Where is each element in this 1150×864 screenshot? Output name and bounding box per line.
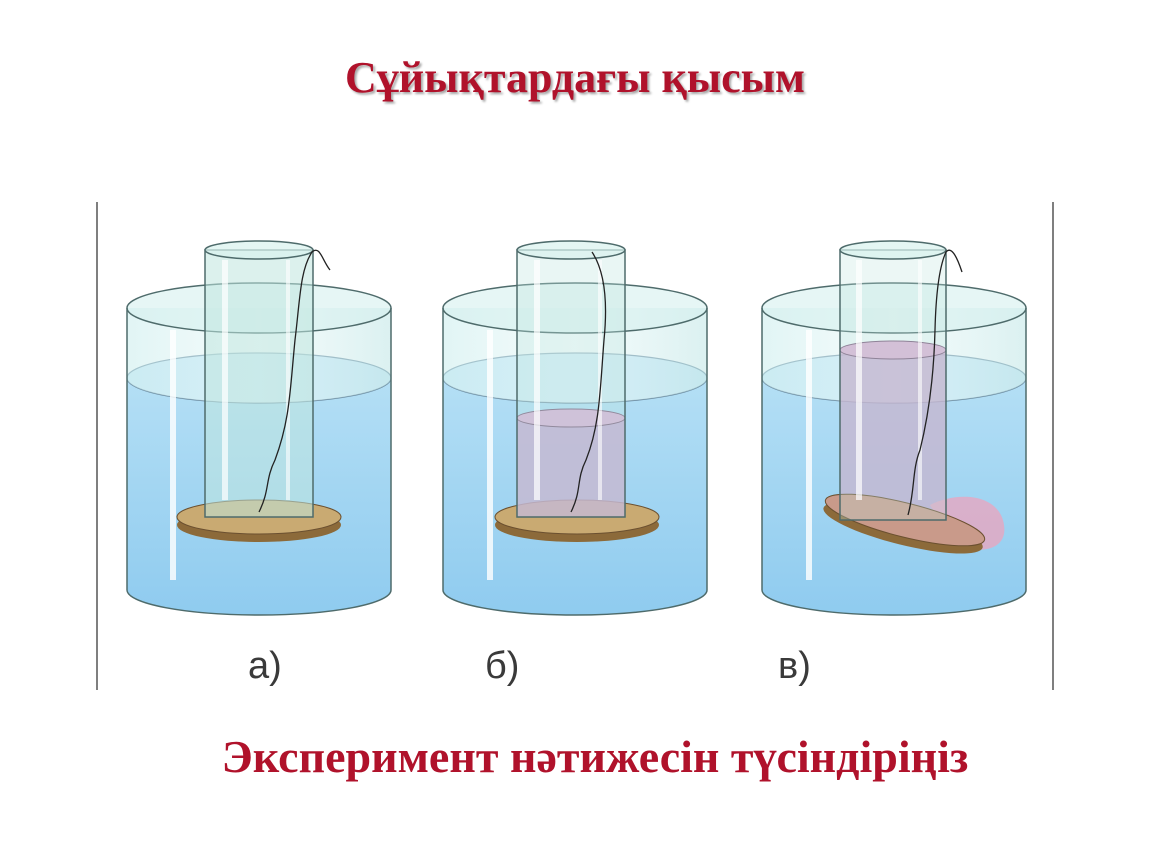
panel-a-label: а) bbox=[248, 645, 282, 687]
panel-a: а) bbox=[126, 240, 392, 687]
panel-c: в) bbox=[761, 240, 1027, 687]
slide-caption: Эксперимент нәтижесін түсіндіріңіз bbox=[221, 731, 969, 782]
panel-b-label: б) bbox=[485, 645, 519, 687]
panel-b: б) bbox=[442, 240, 708, 687]
slide-title: Сұйықтардағы қысым bbox=[344, 53, 806, 102]
experiment-figure: а) б) bbox=[96, 202, 1054, 690]
panel-c-label: в) bbox=[778, 645, 811, 687]
